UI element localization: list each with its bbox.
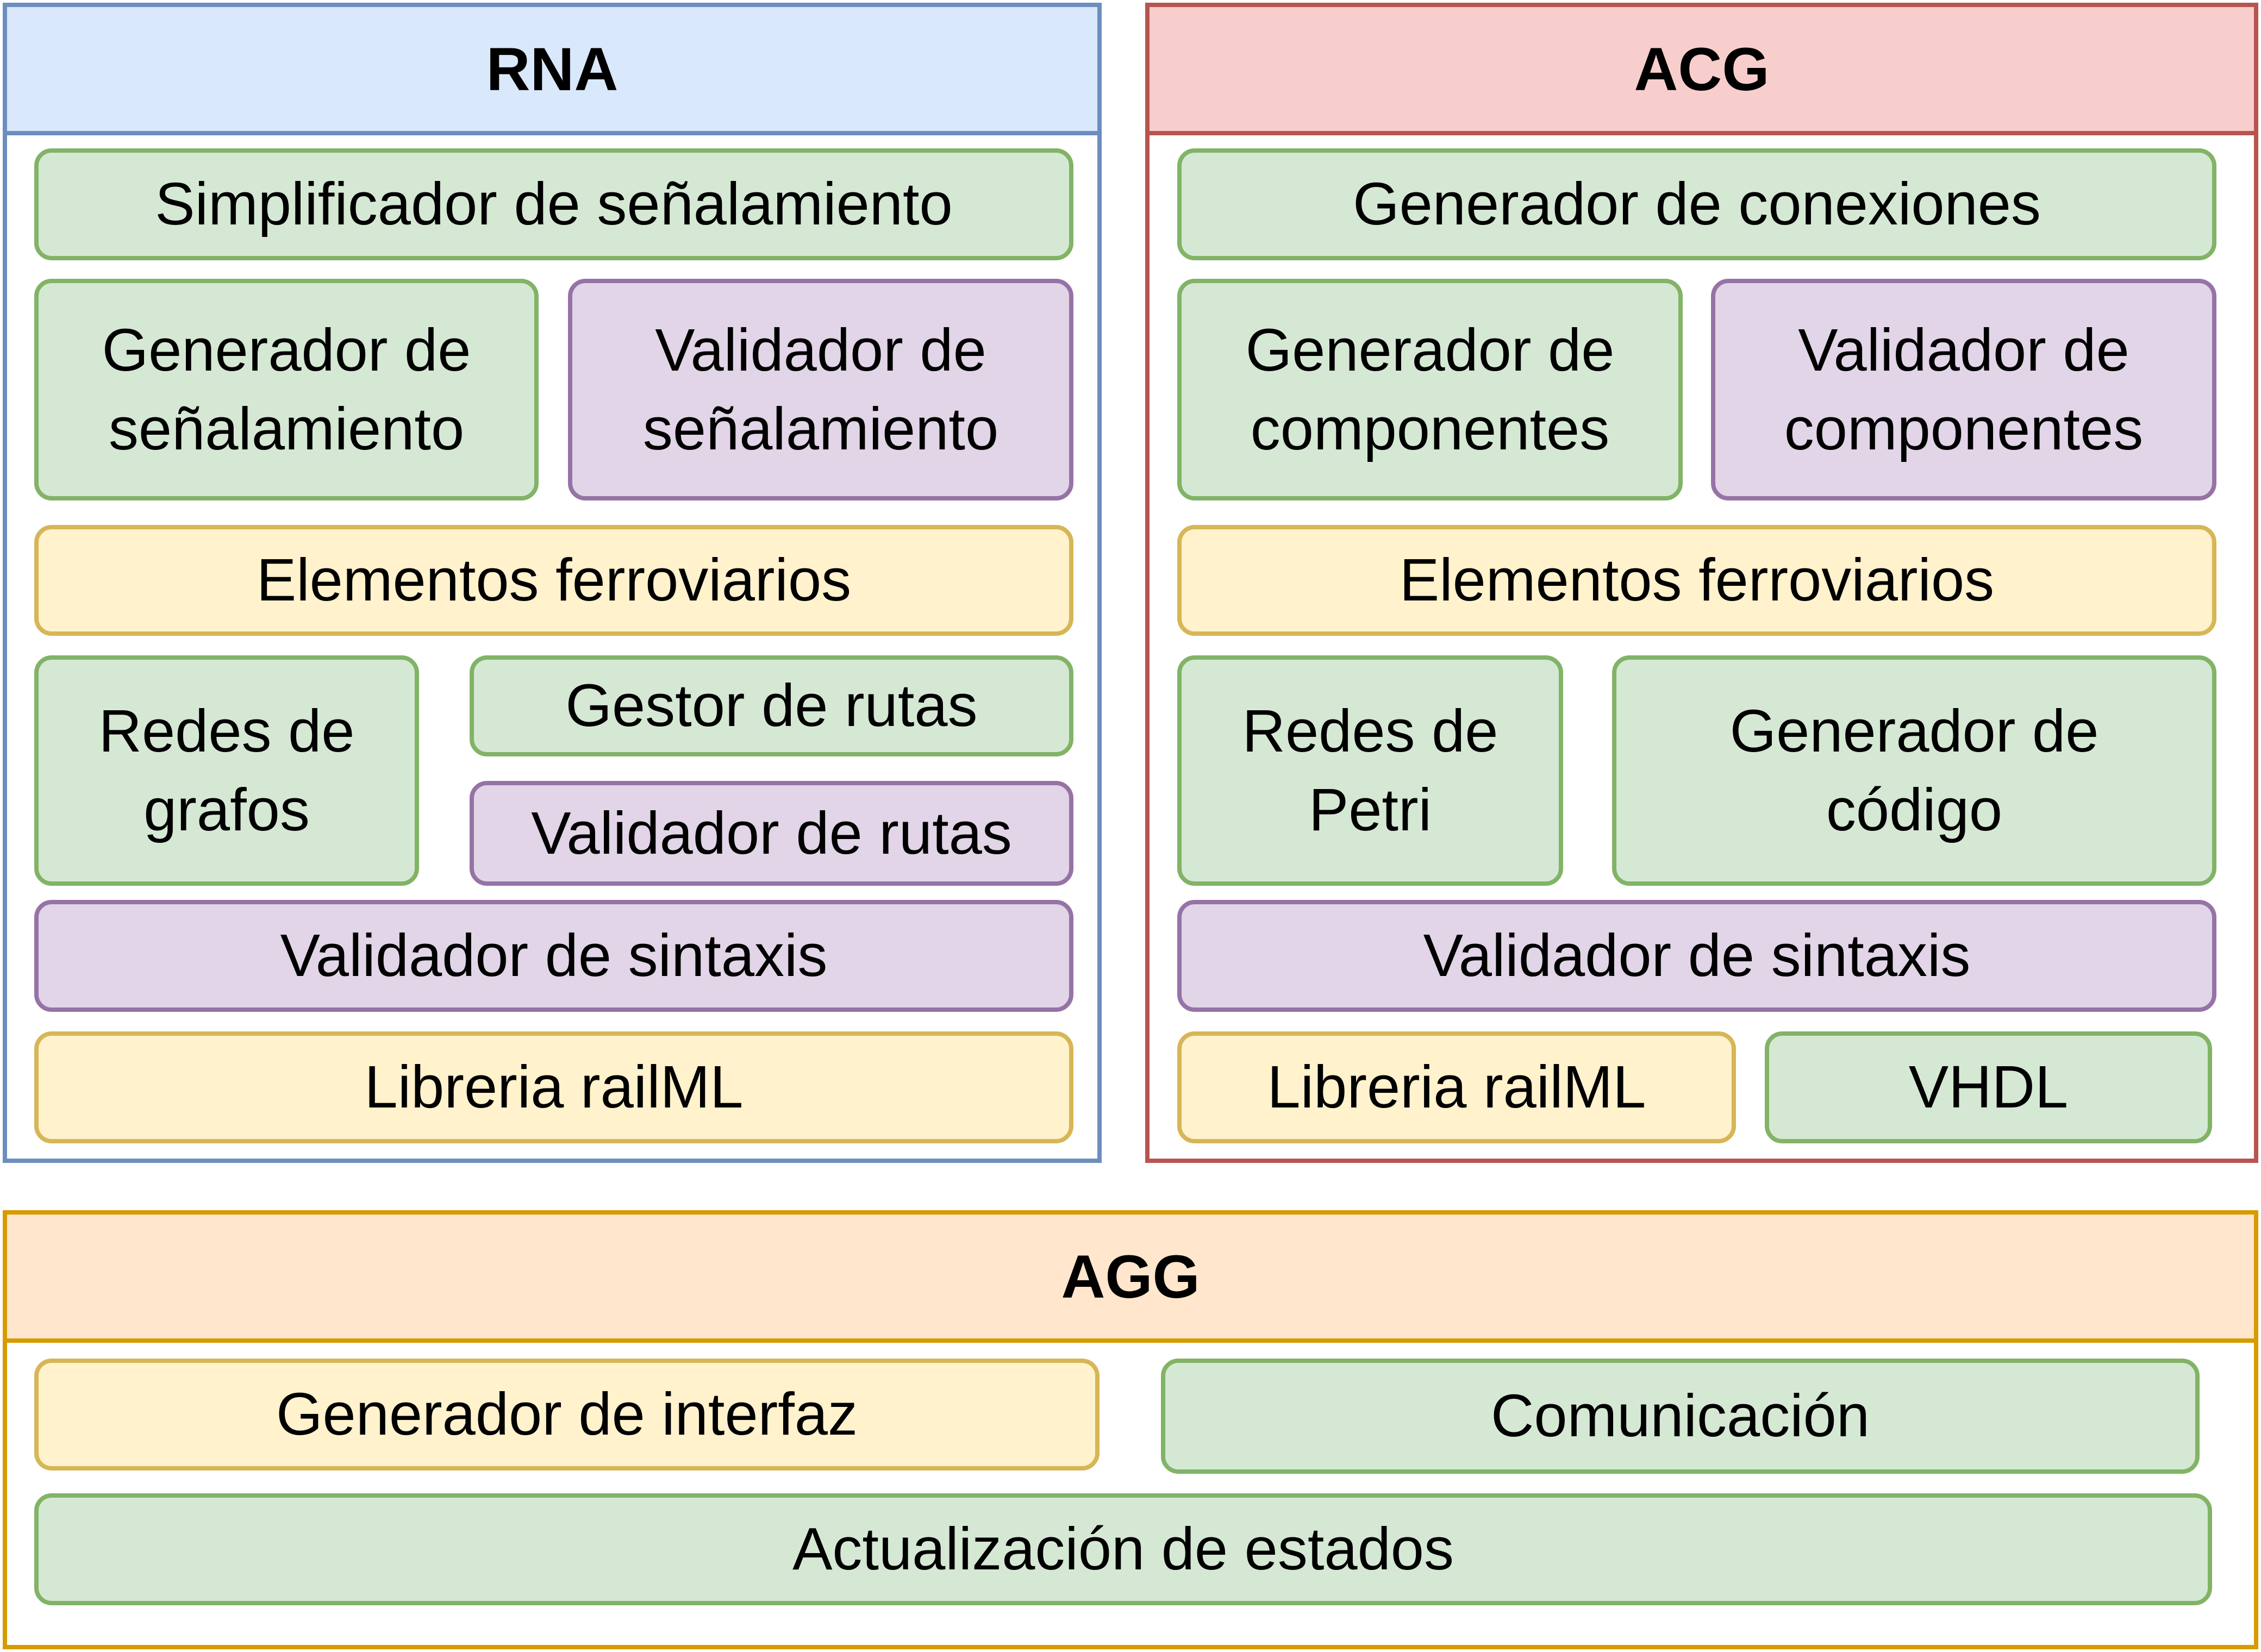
rna-elementos-ferroviarios: Elementos ferroviarios <box>34 525 1073 636</box>
rna-redes-de-grafos: Redes de grafos <box>34 655 419 886</box>
acg-generador-de-componentes: Generador de componentes <box>1177 279 1683 500</box>
rna-validador-de-sintaxis: Validador de sintaxis <box>34 900 1073 1012</box>
agg-comunicacion: Comunicación <box>1161 1359 2200 1474</box>
agg-actualizacion-de-estados: Actualización de estados <box>34 1493 2212 1605</box>
rna-simplificador-senalamiento: Simplificador de señalamiento <box>34 148 1073 260</box>
acg-redes-de-petri: Redes de Petri <box>1177 655 1563 886</box>
acg-validador-de-sintaxis: Validador de sintaxis <box>1177 900 2216 1012</box>
acg-panel-title: ACG <box>1150 7 2254 135</box>
acg-validador-de-componentes: Validador de componentes <box>1711 279 2216 500</box>
agg-generador-de-interfaz: Generador de interfaz <box>34 1359 1100 1470</box>
acg-libreria-railml: Libreria railML <box>1177 1031 1736 1143</box>
acg-vhdl: VHDL <box>1765 1031 2212 1143</box>
rna-gestor-de-rutas: Gestor de rutas <box>470 655 1073 756</box>
rna-validador-senalamiento: Validador de señalamiento <box>568 279 1073 500</box>
rna-generador-senalamiento: Generador de señalamiento <box>34 279 539 500</box>
acg-elementos-ferroviarios: Elementos ferroviarios <box>1177 525 2216 636</box>
acg-generador-de-conexiones: Generador de conexiones <box>1177 148 2216 260</box>
rna-libreria-railml: Libreria railML <box>34 1031 1073 1143</box>
agg-panel-title: AGG <box>7 1215 2254 1343</box>
rna-panel-title: RNA <box>7 7 1097 135</box>
acg-generador-de-codigo: Generador de código <box>1612 655 2216 886</box>
rna-validador-de-rutas: Validador de rutas <box>470 781 1073 886</box>
